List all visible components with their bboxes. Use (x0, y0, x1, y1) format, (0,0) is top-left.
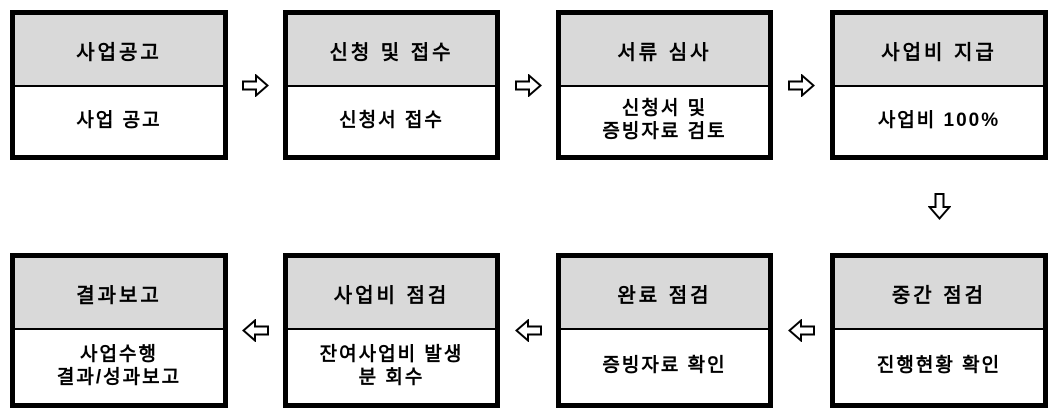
right-arrow-icon (228, 10, 283, 160)
right-arrow-icon (500, 10, 556, 160)
step-interim-check: 중간 점검 진행현황 확인 (830, 253, 1048, 408)
down-arrow-icon (830, 160, 1048, 253)
step-completion-check: 완료 점검 증빙자료 확인 (556, 253, 773, 408)
flow-grid: 사업공고 사업 공고 신청 및 접수 신청서 접수 서류 심사 신청서 및 증빙… (10, 10, 1048, 408)
step-funding-payment-detail: 사업비 100% (835, 87, 1043, 155)
step-result-report-detail: 사업수행 결과/성과보고 (15, 330, 223, 403)
step-announcement-detail: 사업 공고 (15, 87, 223, 155)
step-completion-check-detail: 증빙자료 확인 (561, 330, 768, 403)
step-interim-check-detail: 진행현황 확인 (835, 330, 1043, 403)
step-announcement: 사업공고 사업 공고 (10, 10, 228, 160)
step-document-review: 서류 심사 신청서 및 증빙자료 검토 (556, 10, 773, 160)
step-document-review-detail: 신청서 및 증빙자료 검토 (561, 87, 768, 155)
step-application-title: 신청 및 접수 (288, 15, 495, 87)
step-announcement-title: 사업공고 (15, 15, 223, 87)
step-budget-check: 사업비 점검 잔여사업비 발생 분 회수 (283, 253, 500, 408)
left-arrow-icon (773, 253, 830, 408)
right-arrow-icon (773, 10, 830, 160)
step-budget-check-title: 사업비 점검 (288, 258, 495, 330)
step-completion-check-title: 완료 점검 (561, 258, 768, 330)
left-arrow-icon (228, 253, 283, 408)
left-arrow-icon (500, 253, 556, 408)
step-result-report-title: 결과보고 (15, 258, 223, 330)
step-interim-check-title: 중간 점검 (835, 258, 1043, 330)
step-document-review-title: 서류 심사 (561, 15, 768, 87)
step-funding-payment: 사업비 지급 사업비 100% (830, 10, 1048, 160)
step-application-detail: 신청서 접수 (288, 87, 495, 155)
step-budget-check-detail: 잔여사업비 발생 분 회수 (288, 330, 495, 403)
step-funding-payment-title: 사업비 지급 (835, 15, 1043, 87)
step-application: 신청 및 접수 신청서 접수 (283, 10, 500, 160)
step-result-report: 결과보고 사업수행 결과/성과보고 (10, 253, 228, 408)
